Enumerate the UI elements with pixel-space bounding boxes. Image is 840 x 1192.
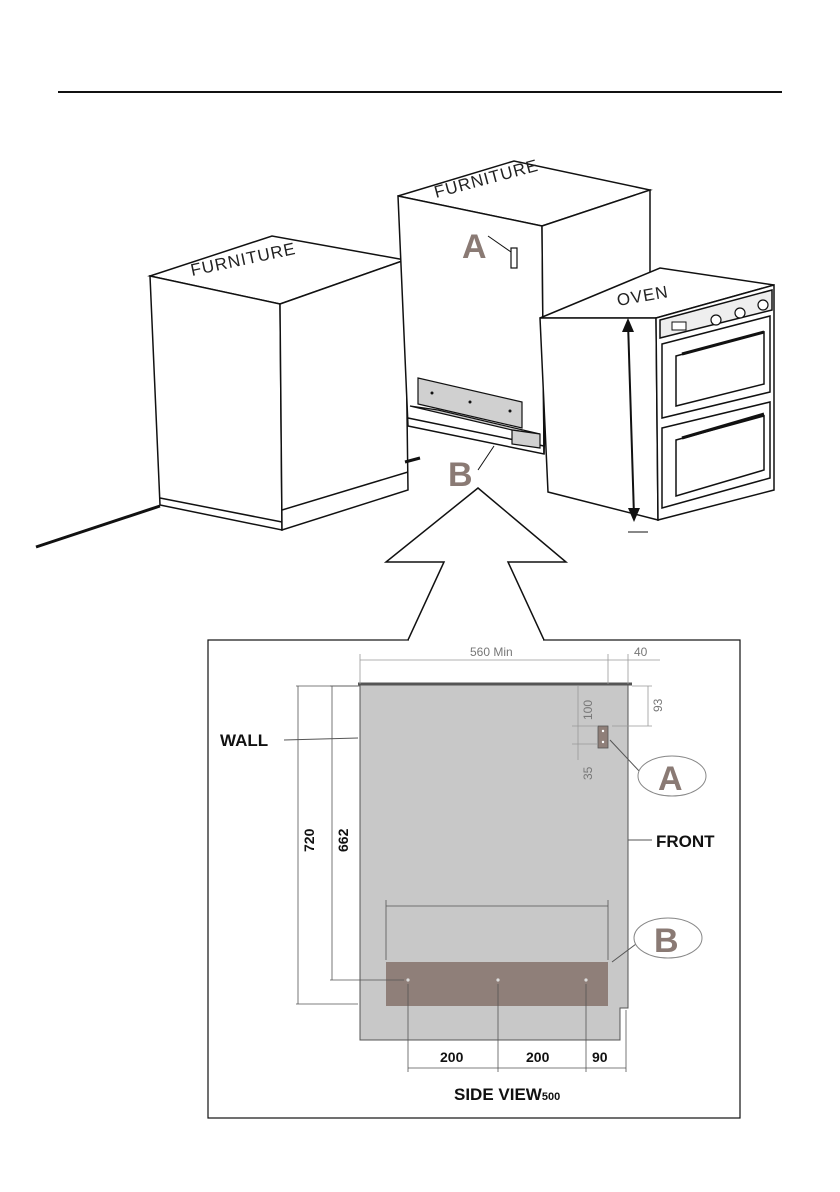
bracket-b-label: B xyxy=(448,456,473,494)
dim-40-label: 40 xyxy=(634,645,648,659)
side-bracket-a xyxy=(598,726,608,748)
bracket-a-label: A xyxy=(462,228,487,266)
oven xyxy=(540,268,774,520)
furniture-left xyxy=(150,236,408,530)
front-label: FRONT xyxy=(656,832,715,851)
dim-100-label: 100 xyxy=(581,700,595,720)
side-bracket-b xyxy=(386,962,608,1006)
floor-line xyxy=(36,506,160,547)
callout-a-label: A xyxy=(658,760,683,798)
wall-label: WALL xyxy=(220,731,268,750)
callout-b-label: B xyxy=(654,922,679,960)
dim-35-label: 35 xyxy=(581,766,595,780)
dim-662-label: 662 xyxy=(335,828,351,852)
dim-200-b-label: 200 xyxy=(526,1049,550,1065)
dim-720-label: 720 xyxy=(301,828,317,852)
zoom-arrow xyxy=(386,488,566,640)
dim-560-label: 560 Min xyxy=(470,645,513,659)
dim-93-label: 93 xyxy=(651,698,665,712)
side-view-title-sub: 500 xyxy=(542,1091,560,1103)
dim-90-label: 90 xyxy=(592,1049,608,1065)
dim-200-a-label: 200 xyxy=(440,1049,464,1065)
bracket-a-icon xyxy=(511,248,517,268)
